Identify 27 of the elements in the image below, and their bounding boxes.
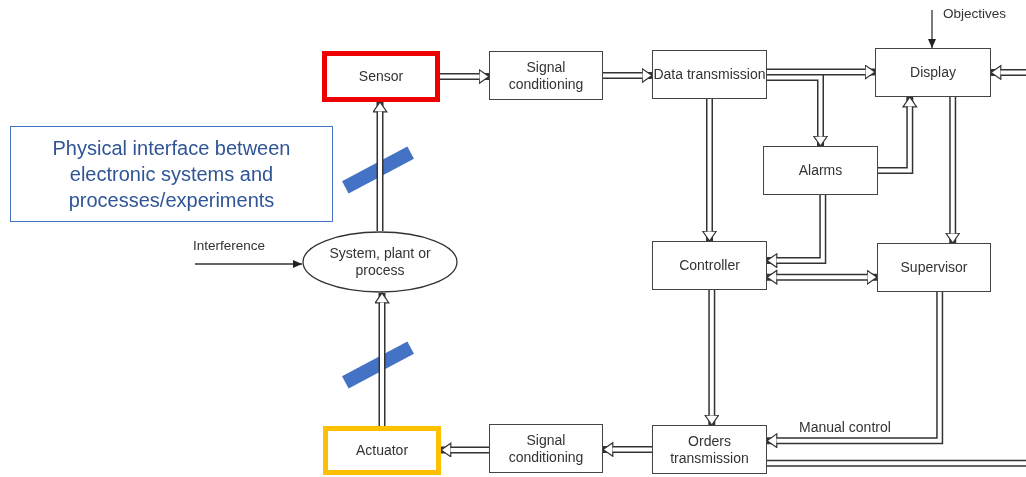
- node-label: System, plant or process: [328, 245, 432, 279]
- edge-label: Manual control: [797, 419, 893, 435]
- process-box: [489, 424, 603, 473]
- process-box: [763, 146, 878, 195]
- node-label: Signal conditioning: [507, 431, 585, 466]
- process-box: [875, 48, 991, 97]
- process-box: [652, 425, 767, 474]
- process-box: [877, 243, 991, 292]
- node-label: Signal conditioning: [507, 58, 585, 93]
- process-box: [652, 50, 767, 99]
- node-label: Alarms: [798, 162, 843, 179]
- sensor-box: [322, 51, 440, 102]
- input-label: Interference: [193, 238, 293, 264]
- node-label: Orders transmission: [669, 432, 750, 467]
- node-label: Supervisor: [900, 259, 968, 276]
- process-ellipse: [302, 231, 458, 293]
- callout-text: Physical interface between electronic systems and processes/experiments: [51, 136, 292, 213]
- node-label: Actuator: [355, 442, 409, 459]
- process-box: [652, 241, 767, 290]
- node-label: Data transmission: [653, 66, 766, 83]
- node-label: Controller: [679, 257, 740, 274]
- input-label: Objectives: [932, 6, 1026, 28]
- actuator-box: [323, 426, 441, 475]
- node-label: Display: [910, 64, 956, 81]
- process-box: [489, 51, 603, 100]
- node-label: Sensor: [358, 68, 404, 85]
- callout-box: [10, 126, 333, 222]
